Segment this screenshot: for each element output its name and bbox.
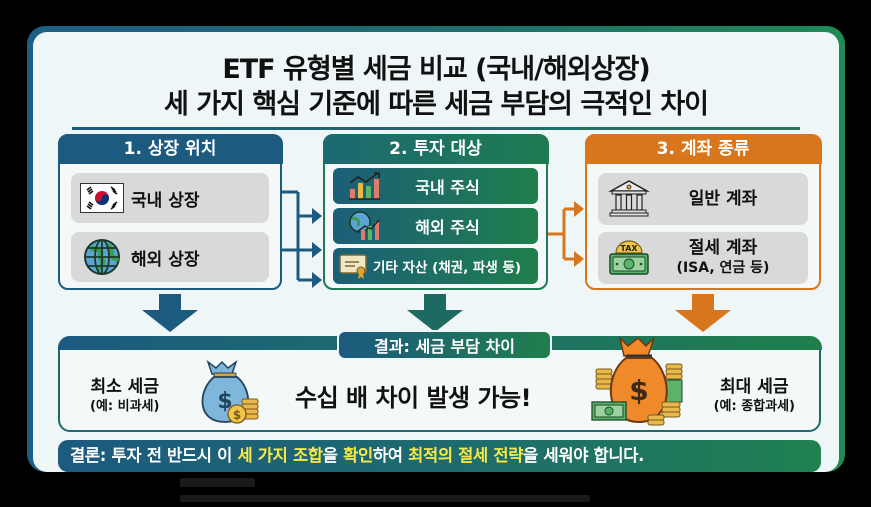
option-tax-saving-account: TAX 절세 계좌 (ISA, 연금 등) [598, 232, 808, 284]
conclusion-highlight: 확인 [343, 446, 373, 465]
result-box: 결과: 세금 부담 차이 최소 세금 (예: 비과세) $ $ 수십 배 차이 … [57, 330, 822, 432]
min-tax-label: 최소 세금 (예: 비과세) [90, 376, 159, 416]
certificate-icon [339, 248, 369, 284]
criteria-box-investment-target: 2. 투자 대상 국내 주식 해외 주식 [322, 133, 549, 290]
down-arrow-blue [142, 294, 198, 332]
infographic-canvas: ETF 유형별 세금 비교 (국내/해외상장) 세 가지 핵심 기준에 따른 세… [33, 32, 839, 472]
option-label: 국내 상장 [131, 190, 200, 211]
option-overseas-listing: 해외 상장 [71, 232, 269, 282]
conclusion-text: 을 세워야 합니다. [523, 446, 645, 465]
min-tax-example: (예: 비과세) [90, 399, 160, 414]
globe-icon [79, 239, 125, 275]
title-line-2: 세 가지 핵심 기준에 따른 세금 부담의 극적인 차이 [164, 89, 709, 120]
conclusion-text: 을 [322, 446, 344, 465]
conclusion-text: 결론: 투자 전 반드시 이 [70, 446, 238, 465]
money-bag-orange-icon: $ [591, 335, 683, 426]
infographic-frame: ETF 유형별 세금 비교 (국내/해외상장) 세 가지 핵심 기준에 따른 세… [27, 26, 845, 472]
svg-text:TAX: TAX [620, 244, 638, 253]
option-general-account: 일반 계좌 [598, 173, 808, 225]
page-title: ETF 유형별 세금 비교 (국내/해외상장) 세 가지 핵심 기준에 따른 세… [33, 52, 839, 122]
option-label: 해외 상장 [131, 249, 200, 270]
svg-text:$: $ [629, 374, 648, 407]
option-label: 국내 주식 [415, 178, 480, 197]
criteria-box-account-type: 3. 계좌 종류 일반 계좌 TAX 절세 계좌 (ISA, 연금 등) [584, 133, 822, 290]
option-domestic-stock: 국내 주식 [333, 168, 538, 204]
bank-icon [606, 180, 652, 217]
option-domestic-listing: 국내 상장 [71, 173, 269, 223]
svg-text:$: $ [233, 408, 241, 422]
result-main-message: 수십 배 차이 발생 가능! [295, 384, 532, 412]
option-label: 해외 주식 [415, 218, 480, 237]
svg-text:$: $ [217, 389, 232, 414]
money-bag-blue-icon: $ $ [201, 359, 259, 424]
conclusion-banner: 결론: 투자 전 반드시 이 세 가지 조합을 확인하여 최적의 절세 전략을 … [58, 440, 821, 472]
max-tax-title: 최대 세금 [720, 377, 789, 397]
globe-chart-icon [341, 208, 387, 244]
connector-arrows-orange [548, 201, 584, 267]
ghost-caption-line [180, 478, 255, 487]
connector-arrows-blue [282, 190, 322, 288]
option-label: 일반 계좌 [688, 189, 758, 209]
option-overseas-stock: 해외 주식 [333, 208, 538, 244]
down-arrow-green [407, 294, 463, 332]
option-title: 절세 계좌 [688, 238, 758, 258]
criteria-header: 1. 상장 위치 [57, 133, 283, 164]
korea-flag-icon [79, 180, 125, 216]
title-divider [72, 127, 800, 130]
max-tax-label: 최대 세금 (예: 종합과세) [714, 376, 795, 416]
tax-money-icon: TAX [606, 240, 652, 276]
option-label: 절세 계좌 (ISA, 연금 등) [652, 238, 808, 278]
conclusion-highlight: 최적의 절세 전략 [408, 446, 524, 465]
criteria-header: 3. 계좌 종류 [584, 133, 822, 164]
down-arrow-orange [675, 294, 731, 332]
result-header: 결과: 세금 부담 차이 [337, 330, 552, 360]
criteria-header: 2. 투자 대상 [322, 133, 549, 164]
ghost-caption-line [180, 495, 590, 502]
conclusion-text: 하여 [372, 446, 409, 465]
criteria-box-listing-location: 1. 상장 위치 국내 상장 해외 상장 [57, 133, 283, 290]
title-line-1: ETF 유형별 세금 비교 (국내/해외상장) [222, 54, 650, 85]
option-other-assets: 기타 자산 (채권, 파생 등) [333, 248, 538, 284]
conclusion-highlight: 세 가지 조합 [237, 446, 323, 465]
option-subtitle: (ISA, 연금 등) [676, 260, 770, 276]
min-tax-title: 최소 세금 [90, 377, 159, 397]
bar-chart-icon [341, 168, 387, 204]
max-tax-example: (예: 종합과세) [713, 399, 795, 414]
option-label: 기타 자산 (채권, 파생 등) [373, 260, 522, 276]
